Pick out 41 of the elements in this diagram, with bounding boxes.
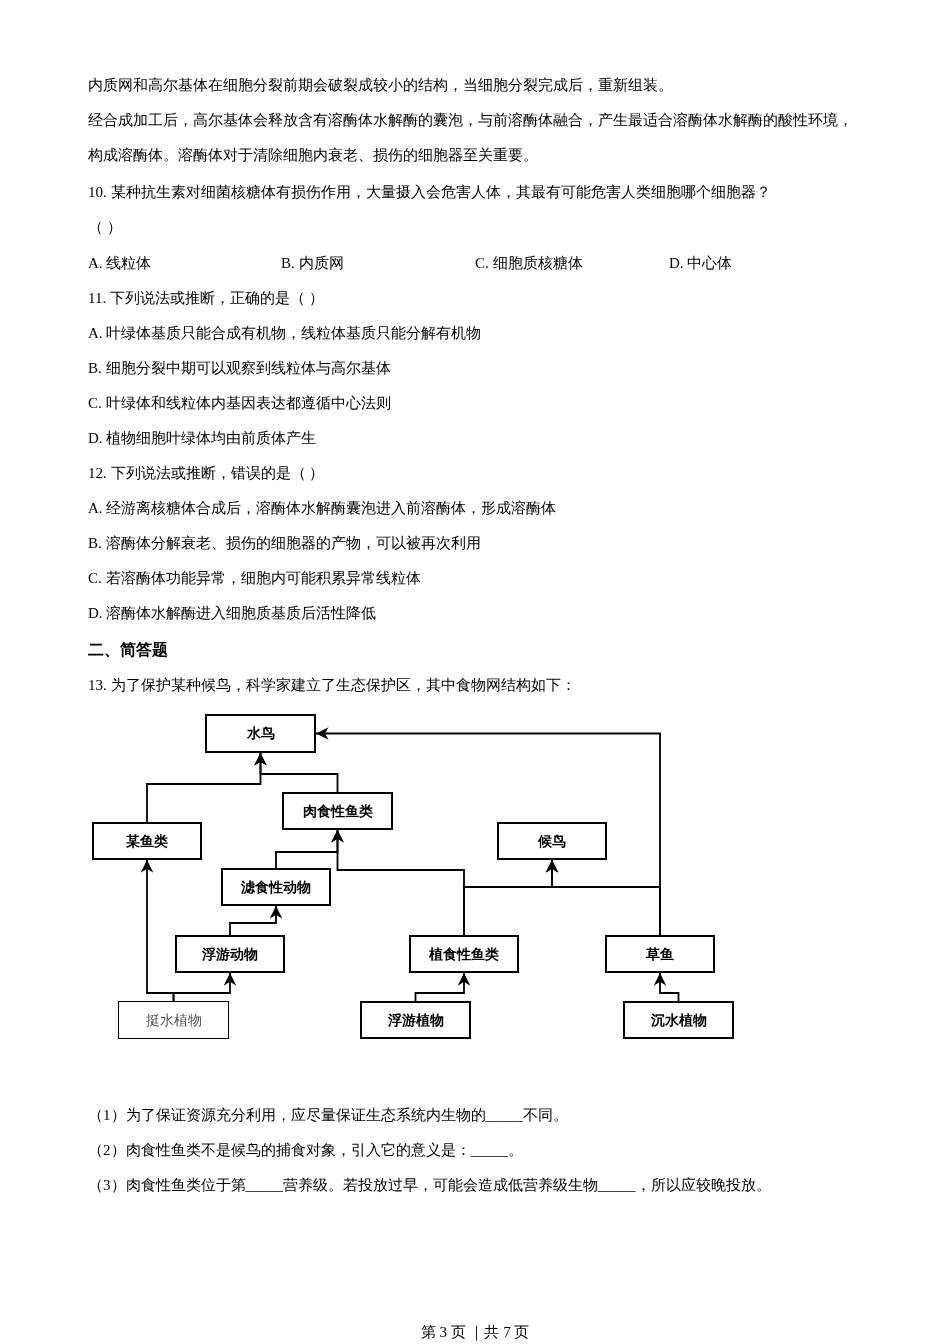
question-text: B. 内质网 xyxy=(281,254,345,273)
question-text: 10. 某种抗生素对细菌核糖体有损伤作用，大量摄入会危害人体，其最有可能危害人类细胞哪个细胞器？ xyxy=(88,183,772,202)
organism-box: 滤食性动物 xyxy=(221,868,331,906)
question-text: C. 细胞质核糖体 xyxy=(475,254,584,273)
question-text: A. 经游离核糖体合成后，溶酶体水解酶囊泡进入前溶酶体，形成溶酶体 xyxy=(88,499,558,518)
question-text: A. 叶绿体基质只能合成有机物，线粒体基质只能分解有机物 xyxy=(88,324,483,343)
question-text: （2）肉食性鱼类不是候鸟的捕食对象，引入它的意义是：_____。 xyxy=(88,1141,524,1160)
question-text: D. 植物细胞叶绿体均由前质体产生 xyxy=(88,429,318,448)
question-text: C. 若溶酶体功能异常，细胞内可能积累异常线粒体 xyxy=(88,569,422,588)
question-text: 第 3 页 ｜共 7 页 xyxy=(419,1323,531,1343)
question-text: D. 中心体 xyxy=(669,254,734,273)
organism-box: 植食性鱼类 xyxy=(409,935,519,973)
question-text: D. 溶酶体水解酶进入细胞质基质后活性降低 xyxy=(88,604,378,623)
question-text: 内质网和高尔基体在细胞分裂前期会破裂成较小的结构，当细胞分裂完成后，重新组装。 xyxy=(88,76,674,95)
question-text: 11. 下列说法或推断，正确的是（ ） xyxy=(88,289,325,308)
organism-box: 候鸟 xyxy=(497,822,607,860)
question-text: （1）为了保证资源充分利用，应尽量保证生态系统内生物的_____不同。 xyxy=(88,1106,569,1125)
question-text: B. 细胞分裂中期可以观察到线粒体与高尔基体 xyxy=(88,359,392,378)
question-text: A. 线粒体 xyxy=(88,254,153,273)
arrow xyxy=(275,829,344,869)
organism-box: 浮游动物 xyxy=(175,935,285,973)
section-heading: 二、简答题 xyxy=(88,640,169,660)
arrow xyxy=(140,859,175,1002)
question-text: B. 溶酶体分解衰老、损伤的细胞器的产物，可以被再次利用 xyxy=(88,534,482,553)
organism-box: 沉水植物 xyxy=(623,1001,734,1039)
organism-box: 浮游植物 xyxy=(360,1001,471,1039)
question-text: 12. 下列说法或推断，错误的是（ ） xyxy=(88,464,326,483)
question-text: 13. 为了保护某种候鸟，科学家建立了生态保护区，其中食物网结构如下： xyxy=(88,676,577,695)
question-text: 经合成加工后，高尔基体会释放含有溶酶体水解酶的囊泡，与前溶酶体融合，产生最适合溶酶体水解酶的酸性环境，构成溶酶体。溶酶体对于清除细胞内衰老、损伤的细胞器至关重要。 xyxy=(88,111,854,165)
organism-box: 草鱼 xyxy=(605,935,715,973)
organism-box: 挺水植物 xyxy=(118,1001,229,1039)
question-text: C. 叶绿体和线粒体内基因表达都遵循中心法则 xyxy=(88,394,392,413)
arrow xyxy=(254,752,339,793)
arrow xyxy=(414,972,471,1002)
question-text: （ ） xyxy=(88,218,123,237)
arrow xyxy=(229,905,283,936)
question-text: （3）肉食性鱼类位于第_____营养级。若投放过早，可能会造成低营养级生物_____，所以应较晚投放。 xyxy=(88,1176,772,1195)
organism-box: 水鸟 xyxy=(205,714,316,753)
organism-box: 某鱼类 xyxy=(92,822,202,860)
organism-box: 肉食性鱼类 xyxy=(282,792,393,830)
arrow xyxy=(653,972,680,1002)
